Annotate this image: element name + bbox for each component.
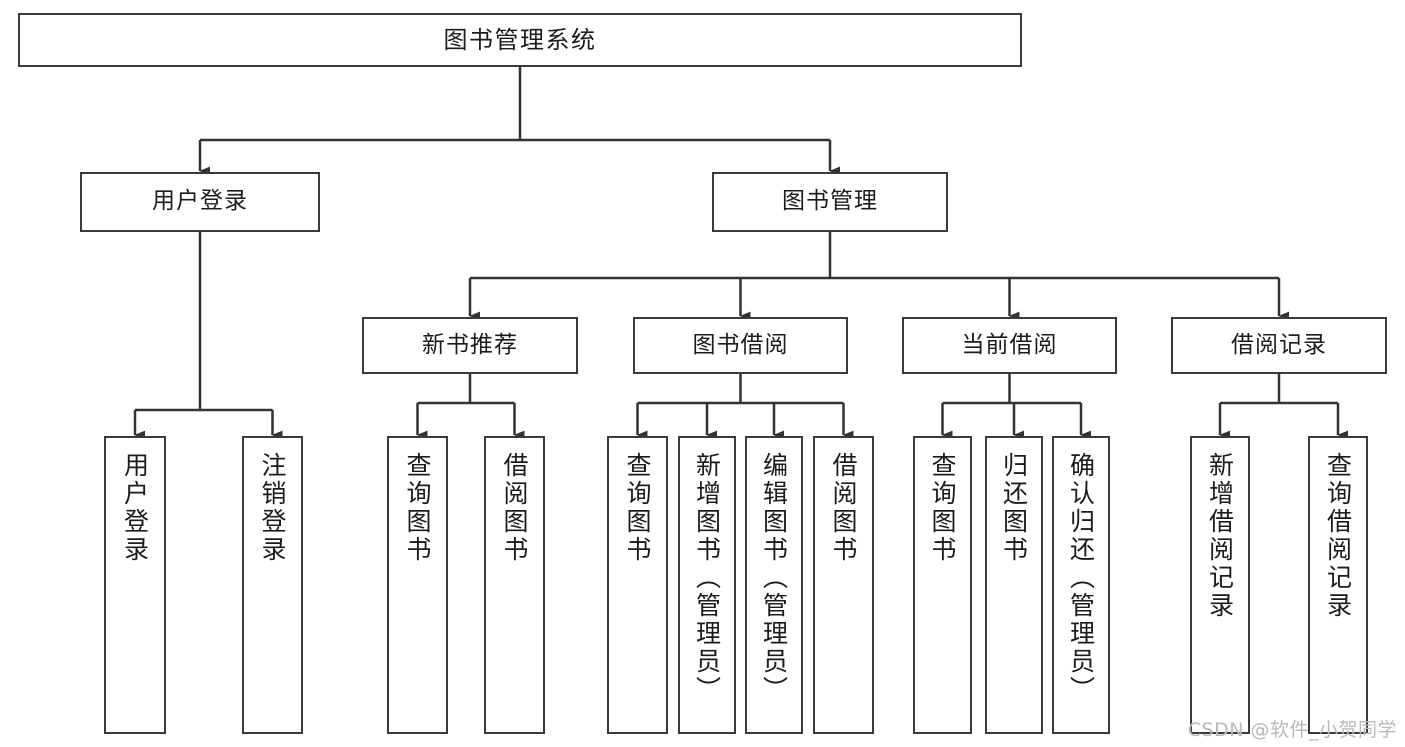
node-login[interactable]: 用户登录 (80, 172, 320, 232)
node-label: 注销登录 (258, 452, 287, 564)
node-leaf2[interactable]: 注销登录 (242, 436, 303, 734)
node-root[interactable]: 图书管理系统 (18, 13, 1022, 67)
node-label: 新增图书（管理员） (692, 452, 722, 704)
node-leaf13[interactable]: 查询借阅记录 (1308, 436, 1368, 734)
node-label: 查询图书 (623, 452, 652, 564)
node-label: 用户登录 (152, 188, 248, 215)
node-label: 查询图书 (928, 452, 957, 564)
node-label: 图书借阅 (692, 331, 789, 358)
node-leaf3[interactable]: 查询图书 (387, 436, 448, 734)
node-leaf10[interactable]: 归还图书 (985, 436, 1043, 734)
node-leaf9[interactable]: 查询图书 (913, 436, 972, 734)
node-borrow[interactable]: 图书借阅 (633, 317, 848, 374)
node-leaf8[interactable]: 借阅图书 (813, 436, 874, 734)
node-label: 归还图书 (999, 452, 1029, 564)
node-leaf4[interactable]: 借阅图书 (484, 436, 545, 734)
edge-paths (133, 67, 1349, 440)
node-label: 新增借阅记录 (1205, 452, 1235, 620)
node-record[interactable]: 借阅记录 (1171, 317, 1387, 374)
node-leaf7[interactable]: 编辑图书（管理员） (745, 436, 803, 734)
node-label: 确认归还（管理员） (1066, 452, 1096, 704)
node-label: 用户登录 (120, 452, 150, 564)
node-label: 借阅图书 (500, 452, 529, 564)
node-label: 新书推荐 (422, 331, 518, 358)
node-leaf5[interactable]: 查询图书 (607, 436, 668, 734)
node-label: 编辑图书（管理员） (759, 452, 789, 704)
node-current[interactable]: 当前借阅 (902, 317, 1117, 374)
node-leaf11[interactable]: 确认归还（管理员） (1052, 436, 1110, 734)
node-label: 查询借阅记录 (1323, 452, 1353, 620)
node-leaf1[interactable]: 用户登录 (104, 436, 166, 734)
node-bookmgmt[interactable]: 图书管理 (712, 172, 948, 232)
node-newbook[interactable]: 新书推荐 (362, 317, 578, 374)
node-leaf6[interactable]: 新增图书（管理员） (678, 436, 736, 734)
node-label: 借阅记录 (1231, 331, 1327, 358)
node-label: 借阅图书 (829, 452, 858, 564)
node-label: 当前借阅 (961, 331, 1058, 358)
node-label: 查询图书 (403, 452, 432, 564)
node-leaf12[interactable]: 新增借阅记录 (1190, 436, 1250, 734)
watermark: CSDN @软件_小贺同学 (1187, 719, 1397, 741)
node-label: 图书管理系统 (443, 25, 597, 54)
node-label: 图书管理 (782, 188, 878, 215)
